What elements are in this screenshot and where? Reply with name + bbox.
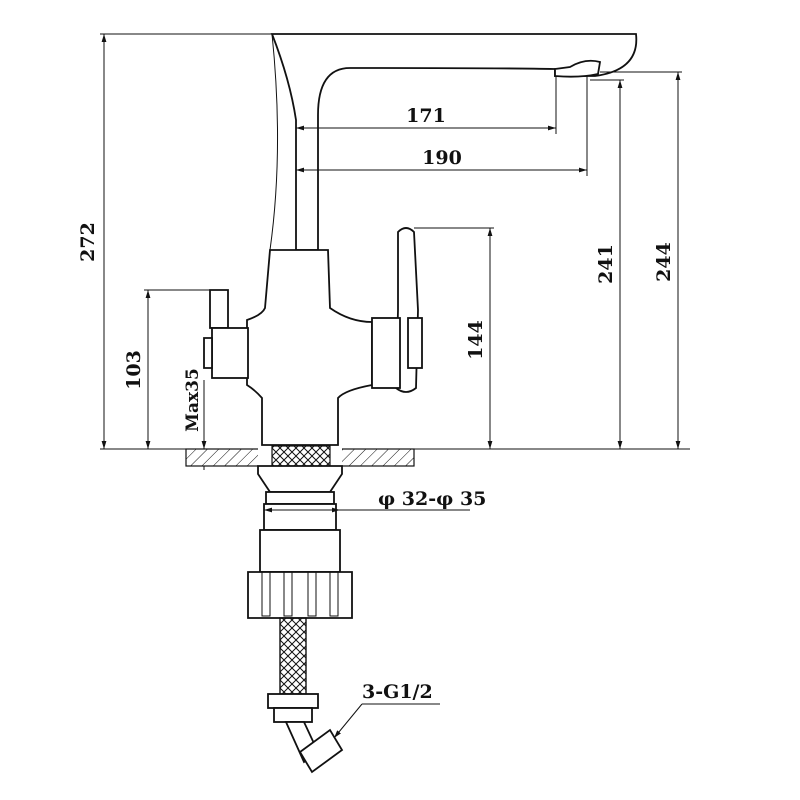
- hose-nut-lower: [273, 707, 313, 723]
- hose-end-fitting: [298, 728, 344, 774]
- label-spout-reach-inner: 171: [406, 105, 446, 127]
- side-handle-cap: [211, 327, 249, 379]
- dim-spout-height: 241: [590, 79, 624, 449]
- dim-spout-reach-inner: 171: [296, 76, 557, 134]
- braided-hose: [279, 617, 307, 695]
- dim-max-thickness: Max35: [183, 368, 207, 470]
- connector-ribs: [261, 571, 339, 617]
- lock-ring: [263, 503, 337, 531]
- dim-side-handle: 103: [123, 289, 210, 449]
- label-max-thickness: Max35: [183, 368, 203, 432]
- right-handle-knob: [407, 317, 423, 369]
- washer: [265, 491, 335, 505]
- spout: [270, 33, 638, 251]
- side-handle-lever: [209, 289, 229, 329]
- countertop: [100, 447, 690, 469]
- dim-spout-total-height: 244: [600, 71, 682, 449]
- hose-nut: [267, 693, 319, 709]
- connector-sleeve: [259, 529, 341, 573]
- label-spout-reach-outer: 190: [422, 147, 462, 169]
- dim-overall-height: 272: [77, 33, 272, 449]
- dim-mount-hole: φ 32-φ 35: [264, 488, 486, 513]
- label-spout-height: 241: [595, 244, 617, 284]
- label-mount-hole: φ 32-φ 35: [378, 488, 486, 510]
- label-overall-height: 272: [77, 222, 99, 262]
- mounting-nut: [257, 465, 343, 493]
- dim-handle-height: 144: [414, 227, 494, 449]
- spout-aerator: [554, 59, 602, 78]
- label-handle-height: 144: [465, 320, 487, 360]
- dim-hose-thread: 3-G1/2: [333, 681, 440, 739]
- label-spout-total-height: 244: [653, 242, 675, 282]
- right-handle-base: [371, 317, 401, 389]
- connector-housing: [247, 571, 353, 619]
- body-column: [246, 249, 373, 446]
- faucet-body: [203, 33, 638, 774]
- label-side-handle-height: 103: [123, 350, 145, 390]
- label-hose-thread: 3-G1/2: [362, 681, 433, 703]
- spout-back-edge: [269, 33, 279, 251]
- threaded-shank: [271, 445, 331, 467]
- dim-spout-reach-outer: 190: [295, 76, 588, 250]
- side-handle-knob: [203, 337, 213, 369]
